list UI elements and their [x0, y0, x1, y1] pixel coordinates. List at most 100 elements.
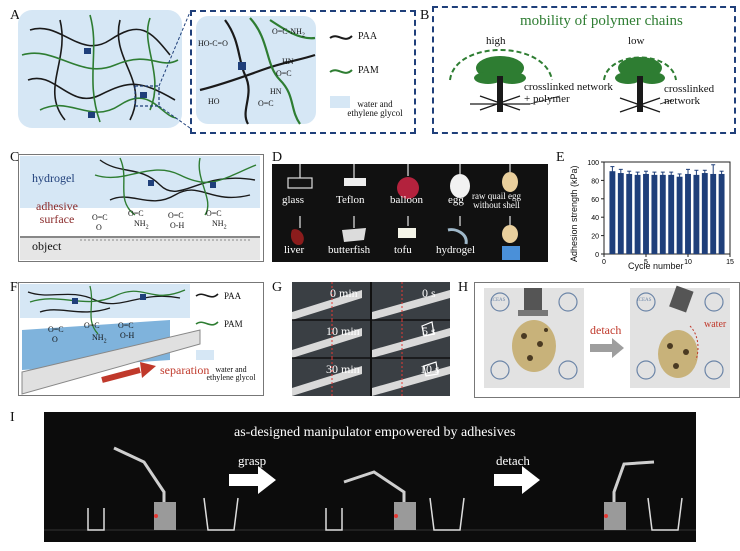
- bar: [701, 173, 708, 254]
- object-label: object: [32, 239, 62, 253]
- chem-label: HN: [282, 57, 294, 66]
- bar: [676, 176, 683, 254]
- y-tick-label: 100: [587, 160, 599, 167]
- bar: [693, 174, 700, 254]
- panel-label-h: H: [458, 280, 469, 295]
- bar: [710, 173, 717, 254]
- caption-crosslinked-polymer: crosslinked network + polymer: [524, 81, 613, 105]
- y-tick-label: 0: [595, 252, 599, 259]
- time-30min: 30 min: [326, 362, 360, 376]
- chem-label: O=C: [168, 211, 184, 220]
- bar: [626, 173, 633, 254]
- bar: [659, 174, 666, 254]
- y-tick-label: 80: [591, 178, 599, 185]
- mobility-high: high: [486, 35, 506, 47]
- detach-label-i: detach: [496, 453, 530, 468]
- panel-label-i: I: [10, 410, 15, 425]
- time-0s: 0 s: [422, 286, 436, 300]
- stamp-text: ICEAS: [637, 298, 652, 303]
- x-tick-label: 5: [644, 259, 648, 266]
- stamp-text: ICEAS: [491, 298, 506, 303]
- chem-label: O=C: [48, 325, 64, 334]
- label-tofu: tofu: [394, 244, 412, 256]
- chem-label: NH2: [212, 219, 227, 231]
- panel-label-g: G: [272, 280, 283, 295]
- chem-label: O: [96, 223, 102, 232]
- panel-label-d: D: [272, 150, 283, 165]
- detach-label: detach: [590, 323, 622, 337]
- bar: [643, 173, 649, 254]
- panel-label-a: A: [10, 8, 21, 23]
- time-series-photos: 0 min 10 min 30 min 0 s 5 s 10 s: [292, 282, 450, 396]
- grasp-label: grasp: [238, 453, 267, 468]
- chem-label: O-H: [120, 331, 135, 340]
- bar: [685, 173, 691, 254]
- label-hydrogel: hydrogel: [436, 244, 476, 256]
- chem-label: O-H: [170, 221, 185, 230]
- bar: [609, 171, 616, 254]
- bar: [634, 174, 641, 254]
- separation-label: separation: [160, 363, 210, 377]
- time-10s: 10 s: [420, 362, 440, 376]
- hydrogel-label: hydrogel: [32, 171, 75, 185]
- legend-paa: PAA: [224, 291, 242, 301]
- label-teflon: Teflon: [336, 194, 365, 206]
- chem-label: HO-C=O: [198, 39, 228, 48]
- mobility-box: [432, 6, 736, 134]
- legend-pam: PAM: [224, 319, 243, 329]
- y-tick-label: 20: [591, 234, 599, 241]
- chem-label: O=C: [206, 209, 222, 218]
- object-shapes: [287, 164, 520, 260]
- chem-label: HN: [270, 87, 282, 96]
- y-tick-label: 60: [591, 197, 599, 204]
- legend-paa: PAA: [358, 31, 378, 42]
- caption-crosslinked: crosslinked network: [664, 83, 715, 107]
- label-egg: egg: [448, 194, 464, 206]
- chem-label: O=C: [84, 321, 100, 330]
- chem-label: NH2: [134, 219, 149, 231]
- label-liver: liver: [284, 244, 305, 256]
- water-label: water: [704, 319, 727, 330]
- chem-label: O=C: [92, 213, 108, 222]
- mobility-title: mobility of polymer chains: [520, 13, 683, 29]
- chem-label: O=C: [118, 321, 134, 330]
- legend-water: water and ethylene glycol: [206, 365, 256, 383]
- chem-label: O: [52, 335, 58, 344]
- x-tick-label: 0: [602, 259, 606, 266]
- panel-label-f: F: [10, 280, 18, 295]
- chem-label: O=C: [258, 99, 274, 108]
- adhesion-photos: glass Teflon balloon egg raw quail egg w…: [272, 164, 548, 262]
- legend-water: water and ethylene glycol: [347, 99, 403, 119]
- label-quail-egg: raw quail egg without shell: [472, 191, 521, 211]
- manipulator-sequence: as-designed manipulator empowered by adh…: [44, 412, 696, 542]
- time-10min: 10 min: [326, 324, 360, 338]
- x-tick-label: 10: [684, 259, 692, 266]
- chem-label: O=C-NH2: [272, 27, 305, 39]
- bar: [718, 173, 725, 254]
- chem-label: O=C: [276, 69, 292, 78]
- bar: [617, 173, 624, 254]
- chem-label: NH2: [92, 333, 107, 345]
- manipulator-title: as-designed manipulator empowered by adh…: [234, 425, 516, 440]
- mobility-low: low: [628, 35, 645, 47]
- time-0min: 0 min: [330, 286, 358, 300]
- bar: [668, 174, 675, 254]
- plot-frame: [603, 161, 731, 255]
- hydrogel-layer-f: [20, 284, 190, 318]
- panel-label-e: E: [556, 150, 565, 165]
- label-butterfish: butterfish: [328, 244, 371, 256]
- y-tick-label: 40: [591, 215, 599, 222]
- bar: [651, 174, 658, 254]
- label-glass: glass: [282, 194, 304, 206]
- manipulator-shapes: [44, 446, 696, 531]
- time-5s: 5 s: [422, 324, 436, 338]
- adhesive-surface-label: adhesive surface: [36, 199, 78, 226]
- chart-xlabel: Cycle number: [628, 261, 684, 271]
